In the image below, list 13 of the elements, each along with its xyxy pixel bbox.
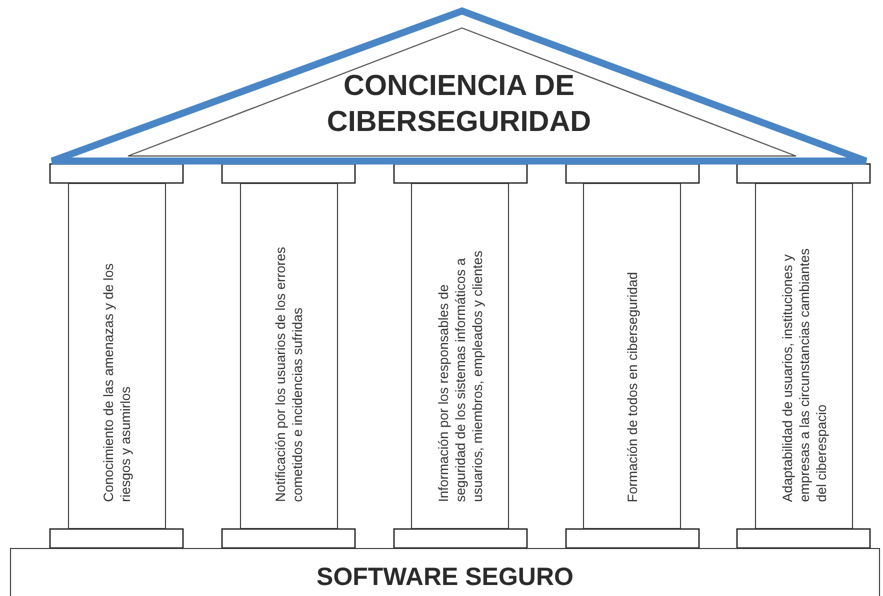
pillar-column	[240, 183, 338, 529]
pillar-column	[583, 183, 681, 529]
pillar-column	[411, 183, 509, 529]
pillar-text: Información por los responsables de seguridad de los sistemas informáticos a usuarios, miembros, empleados y clientes	[434, 250, 486, 502]
roof-title: CONCIENCIA DE CIBERSEGURIDAD	[326, 69, 592, 140]
pillar-text: Adaptabilidad de usuarios, instituciones y empresas a las circunstancias cambiantes del ciberespacio	[778, 247, 830, 502]
pillar-text: Notificación por los usuarios de los errores cometidos e incidencias sufridas	[272, 246, 306, 502]
foundation-base	[10, 548, 880, 596]
base-title: SOFTWARE SEGURO	[316, 563, 574, 591]
pillar-text: Conocimiento de las amenazas y de los riesgos y asumirlos	[100, 262, 134, 502]
pillar-text: Formación de todos en ciberseguridad	[624, 272, 640, 502]
pillar-column	[68, 183, 166, 529]
pillar-column	[755, 183, 853, 529]
